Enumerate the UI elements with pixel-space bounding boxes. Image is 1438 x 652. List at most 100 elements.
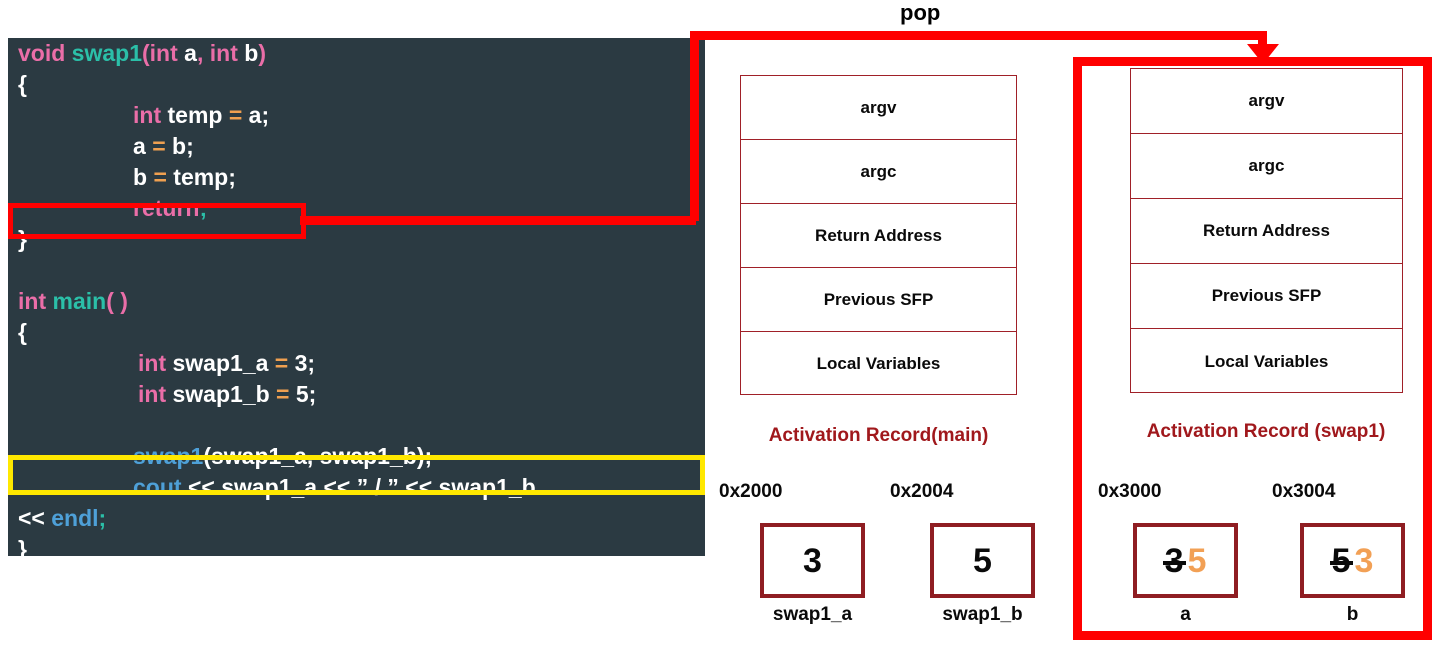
code-token: << (18, 505, 52, 531)
activation-record-main: argv argc Return Address Previous SFP Lo… (740, 75, 1017, 395)
activation-record-swap1: argv argc Return Address Previous SFP Lo… (1130, 68, 1403, 393)
stack-row-previous-sfp: Previous SFP (1131, 264, 1402, 329)
code-line: int swap1_b = 5; (8, 379, 705, 410)
stack-row-argc: argc (741, 140, 1016, 204)
memory-label-swap1-b: swap1_b (942, 604, 1023, 625)
code-token: = (276, 381, 290, 407)
code-line: swap1(swap1_a, swap1_b); (8, 441, 705, 472)
code-token: int (209, 40, 238, 66)
code-token: ; (98, 505, 107, 531)
stack-row-local-variables: Local Variables (816, 354, 941, 373)
code-token: ) (258, 40, 266, 66)
code-token: = (228, 102, 243, 128)
memory-address-b: 0x3004 (1272, 481, 1336, 502)
code-token: return (133, 195, 200, 221)
code-token: , (196, 40, 210, 66)
code-line: << endl; (8, 503, 705, 534)
code-line: return; (8, 193, 705, 224)
code-line: void swap1(int a, int b) (8, 38, 705, 69)
code-token: swap1 (71, 40, 142, 66)
code-token: b (237, 40, 259, 66)
code-token: int (133, 102, 162, 128)
code-token: int (138, 381, 167, 407)
swap1-frame-outline (1073, 57, 1432, 640)
code-line (8, 255, 705, 286)
code-line: b = temp; (8, 162, 705, 193)
code-token: } (18, 536, 27, 556)
memory-new-value-b: 3 (1354, 541, 1374, 580)
code-token: (swap1_a, swap1_b); (203, 443, 433, 469)
code-line: a = b; (8, 131, 705, 162)
code-token: ; (199, 195, 208, 221)
code-line: } (8, 224, 705, 255)
memory-old-value-a: 3 (1164, 541, 1184, 580)
code-line (8, 410, 705, 441)
memory-label-b: b (1346, 604, 1359, 625)
code-panel: void swap1(int a, int b){int temp = a;a … (8, 38, 705, 556)
code-token: int (149, 40, 178, 66)
pop-arrow-label: pop (900, 0, 941, 25)
code-token (18, 412, 24, 438)
stack-row-return-address: Return Address (1131, 199, 1402, 264)
code-token: a (133, 133, 153, 159)
memory-value-swap1-a: 3 (803, 541, 822, 580)
code-token: ( ) (106, 288, 128, 314)
code-token: a; (242, 102, 270, 128)
pop-arrow-segment-horizontal-top (690, 31, 1267, 40)
code-token: endl (51, 505, 99, 531)
code-token: a (177, 40, 197, 66)
code-token: temp; (166, 164, 236, 190)
code-token: b (133, 164, 154, 190)
memory-address-a: 0x3000 (1098, 481, 1162, 502)
code-token: cout (133, 474, 182, 500)
code-line: int main( ) (8, 286, 705, 317)
code-token: temp (161, 102, 229, 128)
memory-old-value-b: 5 (1331, 541, 1351, 580)
code-token: = (153, 164, 167, 190)
stack-row-local-variables: Local Variables (1204, 351, 1329, 371)
memory-address-swap1-b: 0x2004 (890, 481, 954, 502)
pop-arrow-segment-horizontal-lower (300, 216, 696, 225)
activation-record-main-caption: Activation Record(main) (768, 425, 989, 446)
code-line: } (8, 534, 705, 556)
code-token: ( (142, 40, 150, 66)
code-token: int (18, 288, 47, 314)
code-token: = (152, 133, 166, 159)
code-token: << swap1_a << ” / ” << swap1_b (181, 474, 536, 500)
code-line: int temp = a; (8, 100, 705, 131)
stack-row-argv: argv (741, 76, 1016, 140)
code-token: { (18, 71, 27, 97)
code-line: int swap1_a = 3; (8, 348, 705, 379)
pop-arrow-segment-vertical-left (690, 31, 699, 221)
stack-row-return-address: Return Address (741, 204, 1016, 268)
activation-record-swap1-caption: Activation Record (swap1) (1146, 421, 1386, 442)
stack-row-argc: argc (1131, 134, 1402, 199)
code-token: swap1 (133, 443, 204, 469)
code-token: swap1_a (166, 350, 275, 376)
code-token: main (52, 288, 107, 314)
pop-arrow-segment-vertical-right (1258, 31, 1267, 48)
code-listing: void swap1(int a, int b){int temp = a;a … (8, 38, 705, 556)
stack-row-argv: argv (1131, 69, 1402, 134)
code-line: { (8, 69, 705, 100)
code-token (18, 257, 24, 283)
memory-label-a: a (1180, 604, 1191, 625)
code-token: = (274, 350, 289, 376)
code-token: swap1_b (166, 381, 277, 407)
memory-label-swap1-a: swap1_a (772, 604, 853, 625)
code-line: { (8, 317, 705, 348)
stack-row-previous-sfp: Previous SFP (741, 268, 1016, 332)
code-token: 3; (288, 350, 316, 376)
code-token: void (18, 40, 66, 66)
code-line: cout << swap1_a << ” / ” << swap1_b (8, 472, 705, 503)
code-token: int (138, 350, 167, 376)
memory-cell-swap1-b: 5 (930, 523, 1035, 598)
code-token: b; (165, 133, 194, 159)
memory-new-value-a: 5 (1187, 541, 1207, 580)
memory-value-swap1-b: 5 (973, 541, 992, 580)
code-token: } (18, 226, 27, 252)
